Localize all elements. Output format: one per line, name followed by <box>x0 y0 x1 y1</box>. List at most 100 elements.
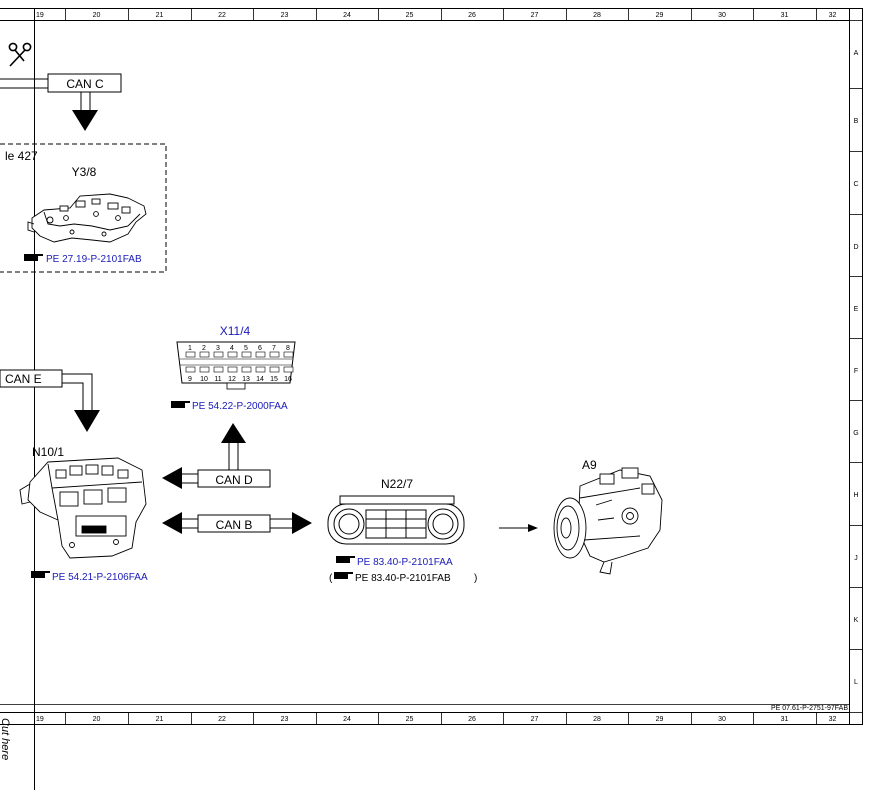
row-label: C <box>853 181 858 188</box>
column-label-top: 19 <box>36 12 44 19</box>
column-label-bottom: 19 <box>36 716 44 723</box>
x11-4-pin-number: 13 <box>242 376 250 383</box>
column-label-top: 29 <box>656 12 664 19</box>
n22-7-alt-reference[interactable]: PE 83.40-P-2101FAB <box>355 573 451 584</box>
pointing-hand-icon <box>334 572 353 579</box>
x11-4-pin-number: 10 <box>200 376 208 383</box>
column-label-top: 25 <box>406 12 414 19</box>
x11-4-pin <box>213 366 224 373</box>
column-label-top: 32 <box>829 12 837 19</box>
pointing-hand-icon <box>171 401 190 408</box>
n10-1-control-unit-drawing <box>19 457 147 559</box>
can-d-bus: CAN D <box>162 423 271 489</box>
column-label-bottom: 30 <box>718 716 726 723</box>
column-label-bottom: 26 <box>468 716 476 723</box>
column-label-top: 21 <box>156 12 164 19</box>
x11-4-pin <box>255 351 266 358</box>
x11-4-pin <box>199 366 210 373</box>
x11-4-pin-number: 6 <box>258 345 262 352</box>
y3-8-partial-label: le 427 <box>5 149 38 163</box>
x11-4-pin-number: 11 <box>214 376 221 383</box>
row-label: B <box>854 118 859 125</box>
column-label-bottom: 25 <box>406 716 414 723</box>
y3-8-valve-body-drawing <box>27 193 147 243</box>
scissors-icon[interactable] <box>8 42 32 67</box>
x11-4-pin <box>283 351 294 358</box>
column-label-bottom: 28 <box>593 716 601 723</box>
x11-4-pin <box>199 351 210 358</box>
column-label-top: 20 <box>93 12 101 19</box>
x11-4-label: X11/4 <box>220 324 251 338</box>
column-label-top: 24 <box>343 12 351 19</box>
pointing-hand-icon <box>31 571 50 578</box>
n22-7-to-a9-arrow <box>499 524 538 532</box>
x11-4-pin-number: 1 <box>188 345 192 352</box>
can-b-bus: CAN B <box>162 512 312 534</box>
n22-7-alt-ref-close-paren: ) <box>474 573 477 584</box>
row-label: L <box>854 679 858 686</box>
a9-compressor-drawing <box>553 467 663 575</box>
column-label-bottom: 22 <box>218 716 226 723</box>
x11-4-pin-number: 4 <box>230 345 234 352</box>
column-labels: 1919202021212222232324242525262627272828… <box>36 12 836 723</box>
n22-7-climate-control-panel-drawing <box>327 495 465 545</box>
x11-4-pin-number: 14 <box>256 376 264 383</box>
row-label: F <box>854 368 858 375</box>
x11-4-pin <box>185 351 196 358</box>
column-label-top: 27 <box>531 12 539 19</box>
column-label-bottom: 31 <box>781 716 789 723</box>
x11-4-reference-link[interactable]: PE 54.22-P-2000FAA <box>192 401 288 412</box>
row-label: A <box>854 50 859 57</box>
row-label: J <box>854 555 858 562</box>
n10-1-label: N10/1 <box>32 445 64 459</box>
column-label-top: 31 <box>781 12 789 19</box>
row-label: K <box>854 617 859 624</box>
x11-4-pin-number: 8 <box>286 345 290 352</box>
pointing-hand-icon <box>24 254 43 261</box>
row-label: E <box>854 306 859 313</box>
x11-4-pin <box>269 351 280 358</box>
row-label: D <box>853 244 858 251</box>
y3-8-component-group: le 427 Y3/8 PE 27.19-P-2101FAB <box>0 143 167 273</box>
x11-4-pin-number: 15 <box>270 376 278 383</box>
x11-4-pin <box>241 351 252 358</box>
column-label-bottom: 29 <box>656 716 664 723</box>
column-label-top: 22 <box>218 12 226 19</box>
column-ticks <box>34 8 850 724</box>
column-label-bottom: 24 <box>343 716 351 723</box>
drawing-frame <box>0 8 863 790</box>
a9-component-group: A9 <box>553 458 663 575</box>
column-label-bottom: 32 <box>829 716 837 723</box>
column-label-top: 28 <box>593 12 601 19</box>
x11-4-pin <box>227 366 238 373</box>
n22-7-reference-link[interactable]: PE 83.40-P-2101FAA <box>357 557 453 568</box>
row-label: H <box>853 492 858 499</box>
can-d-label: CAN D <box>215 473 253 487</box>
can-c-label: CAN C <box>66 77 104 91</box>
column-label-bottom: 21 <box>156 716 164 723</box>
n10-1-component-group: N10/1 PE 54.21-P-2106FAA <box>19 445 148 583</box>
n10-1-reference-link[interactable]: PE 54.21-P-2106FAA <box>52 572 148 583</box>
column-label-bottom: 23 <box>281 716 289 723</box>
can-e-bus: CAN E <box>0 369 100 432</box>
row-ticks <box>849 20 862 713</box>
n22-7-label: N22/7 <box>381 477 413 491</box>
x11-4-pin-number: 16 <box>284 376 292 383</box>
can-b-label: CAN B <box>216 518 253 532</box>
column-label-top: 30 <box>718 12 726 19</box>
y3-8-label: Y3/8 <box>72 165 97 179</box>
a9-label: A9 <box>582 458 597 472</box>
n22-7-component-group: N22/7 PE 83.40-P-2101FAA ( PE 83.40-P-21… <box>327 477 477 584</box>
y3-8-reference-link[interactable]: PE 27.19-P-2101FAB <box>46 254 142 265</box>
x11-4-pin-number: 2 <box>202 345 206 352</box>
n22-7-alt-ref-open-paren: ( <box>329 573 333 584</box>
x11-4-pin-number: 7 <box>272 345 276 352</box>
cut-here-label: Cut here <box>0 718 11 761</box>
x11-4-pin <box>185 366 196 373</box>
x11-4-pin <box>255 366 266 373</box>
x11-4-pin-number: 5 <box>244 345 248 352</box>
x11-4-pin <box>283 366 294 373</box>
